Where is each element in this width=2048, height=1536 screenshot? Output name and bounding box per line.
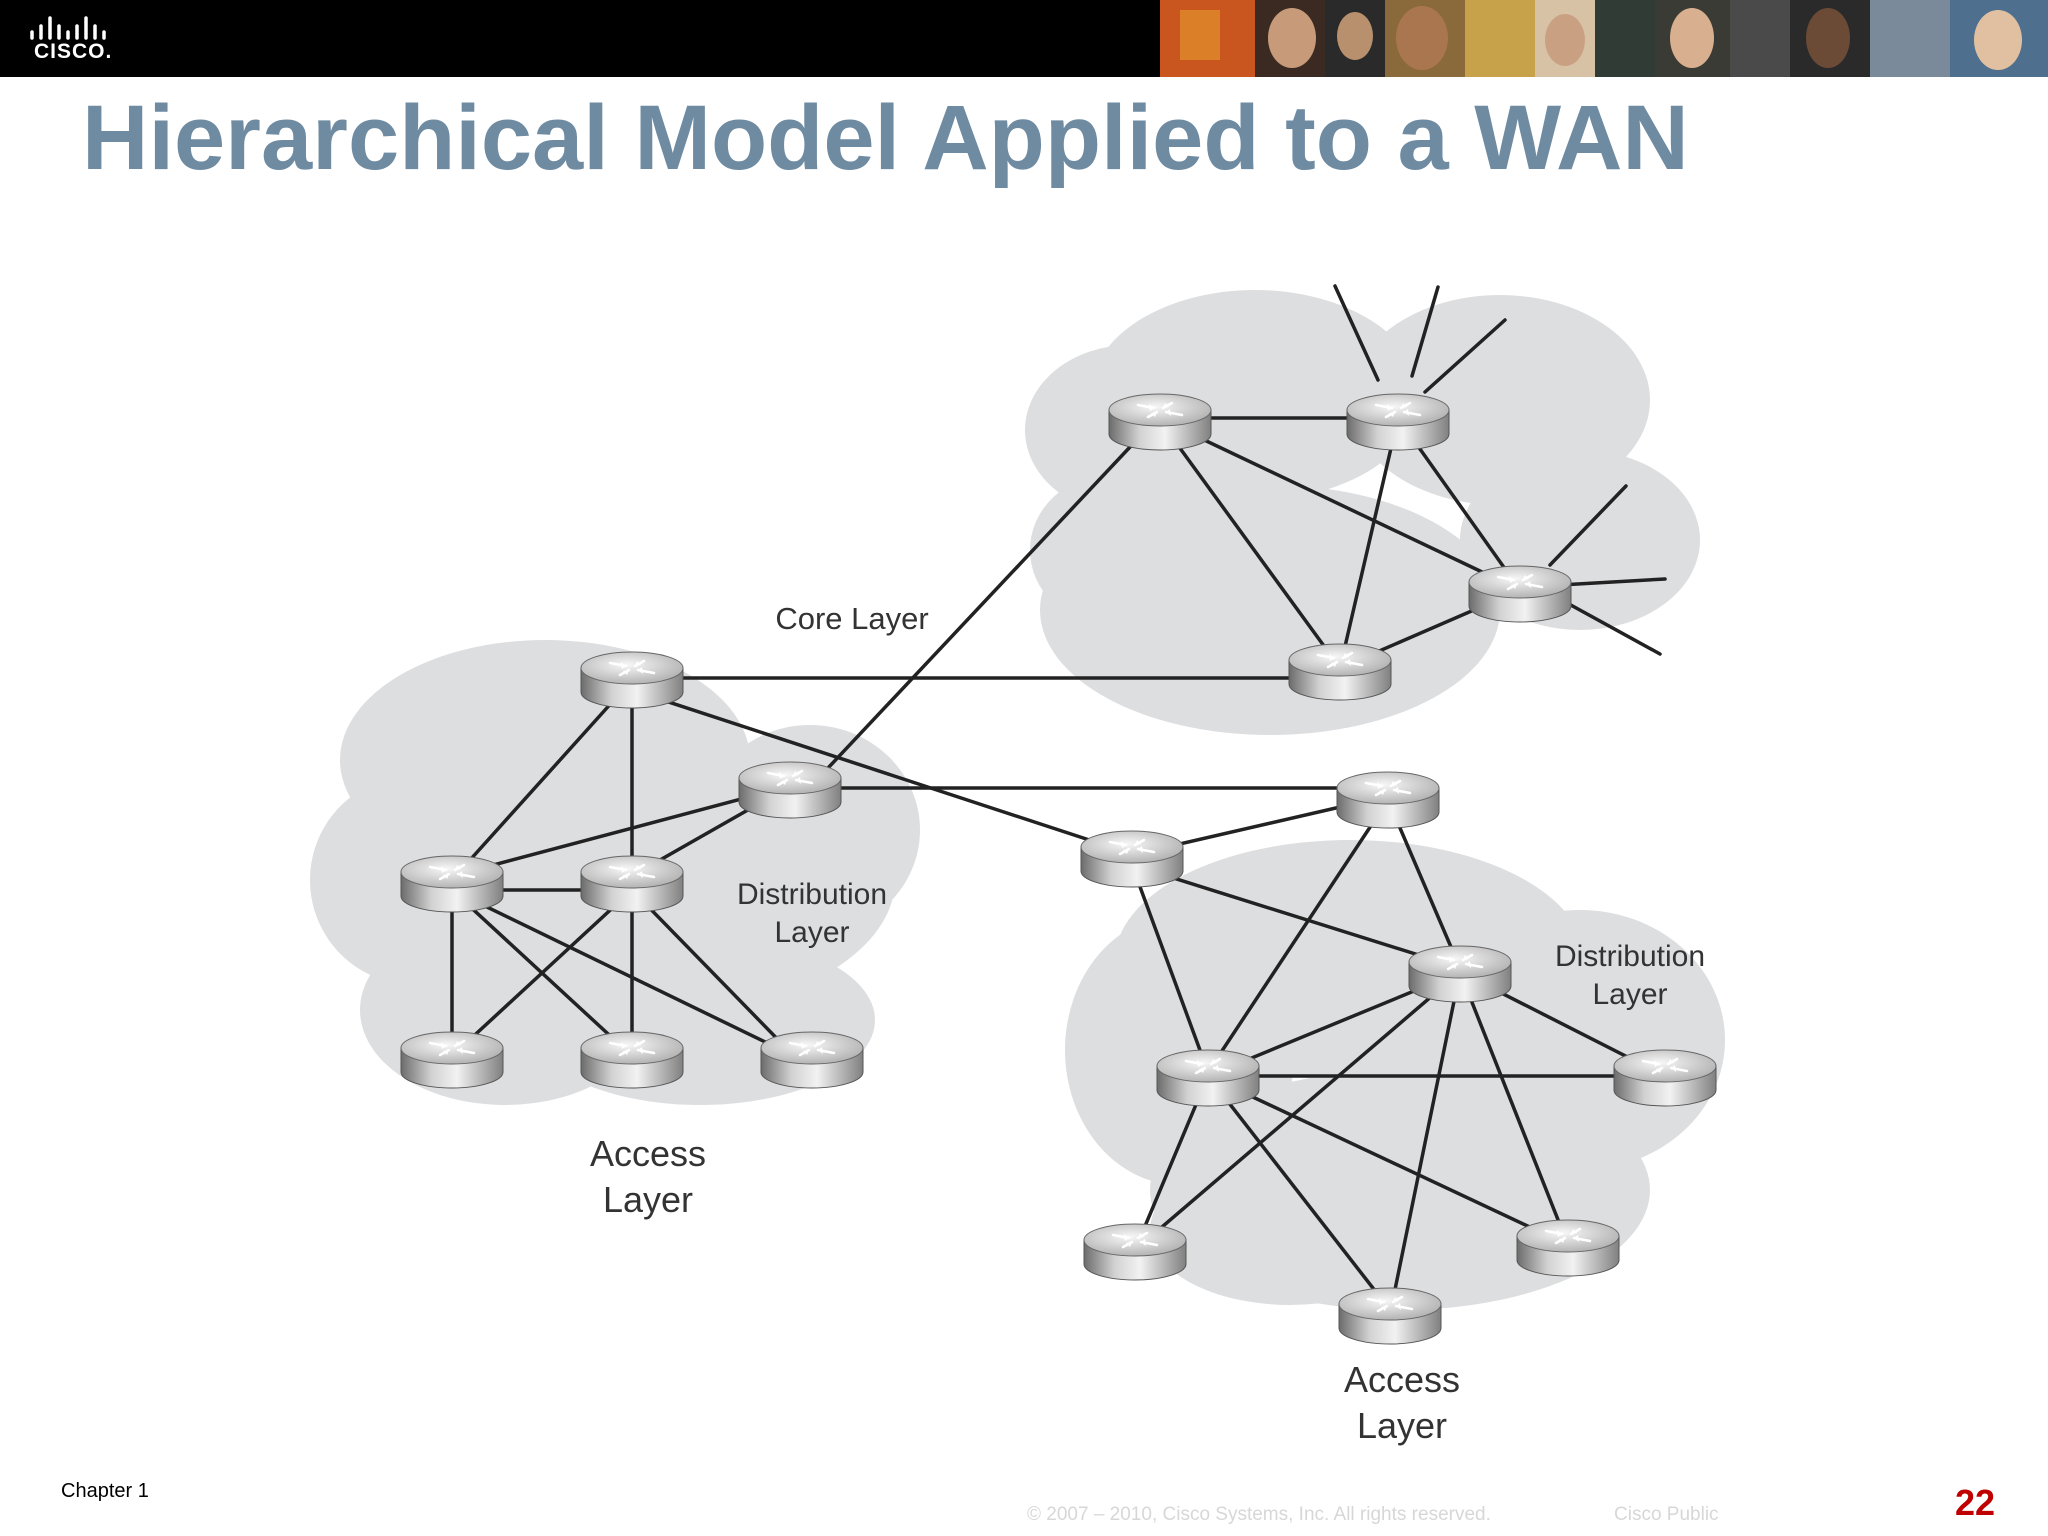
- core-cloud: [1025, 290, 1700, 735]
- right-access-router-1: [1082, 1222, 1188, 1282]
- left-distribution-router-1: [399, 854, 505, 914]
- left-access-label-line1: Access: [590, 1133, 706, 1174]
- core-router-7: [1335, 770, 1441, 830]
- core-router-2: [1345, 392, 1451, 452]
- left-access-router-3: [759, 1030, 865, 1090]
- copyright-notice: © 2007 – 2010, Cisco Systems, Inc. All r…: [1027, 1504, 1491, 1525]
- core-layer-label: Core Layer: [775, 601, 928, 636]
- right-distribution-label-line2: Layer: [1592, 978, 1667, 1011]
- core-router-1: [1107, 392, 1213, 452]
- core-router-5: [579, 650, 685, 710]
- links: [450, 284, 1667, 1316]
- slide-title: Hierarchical Model Applied to a WAN: [82, 87, 1689, 189]
- left-access-router-2: [579, 1030, 685, 1090]
- page-number: 22: [1955, 1482, 1996, 1523]
- core-router-6: [737, 760, 843, 820]
- right-distribution-router-2: [1155, 1048, 1261, 1108]
- cisco-logo-icon: [30, 16, 106, 40]
- logo-wordmark: CISCO.: [34, 40, 113, 63]
- core-router-3: [1467, 564, 1573, 624]
- people-photo-strip: [1160, 0, 2048, 77]
- core-router-8: [1079, 829, 1185, 889]
- left-distribution-router-2: [579, 854, 685, 914]
- chapter-label: Chapter 1: [61, 1480, 149, 1502]
- right-access-label-line2: Layer: [1357, 1405, 1447, 1446]
- right-access-label-line1: Access: [1344, 1359, 1460, 1400]
- right-distribution-label-line1: Distribution: [1555, 940, 1705, 973]
- right-access-router-3: [1337, 1286, 1443, 1346]
- right-distribution-router-3: [1612, 1048, 1718, 1108]
- left-access-router-1: [399, 1030, 505, 1090]
- left-distribution-label-line2: Layer: [774, 916, 849, 949]
- right-access-router-2: [1515, 1218, 1621, 1278]
- classification-label: Cisco Public: [1614, 1504, 1719, 1525]
- left-distribution-label-line1: Distribution: [737, 878, 887, 911]
- core-router-4: [1287, 642, 1393, 702]
- right-distribution-router-1: [1407, 944, 1513, 1004]
- left-access-label-line2: Layer: [603, 1179, 693, 1220]
- header-bar: CISCO.: [0, 0, 2048, 77]
